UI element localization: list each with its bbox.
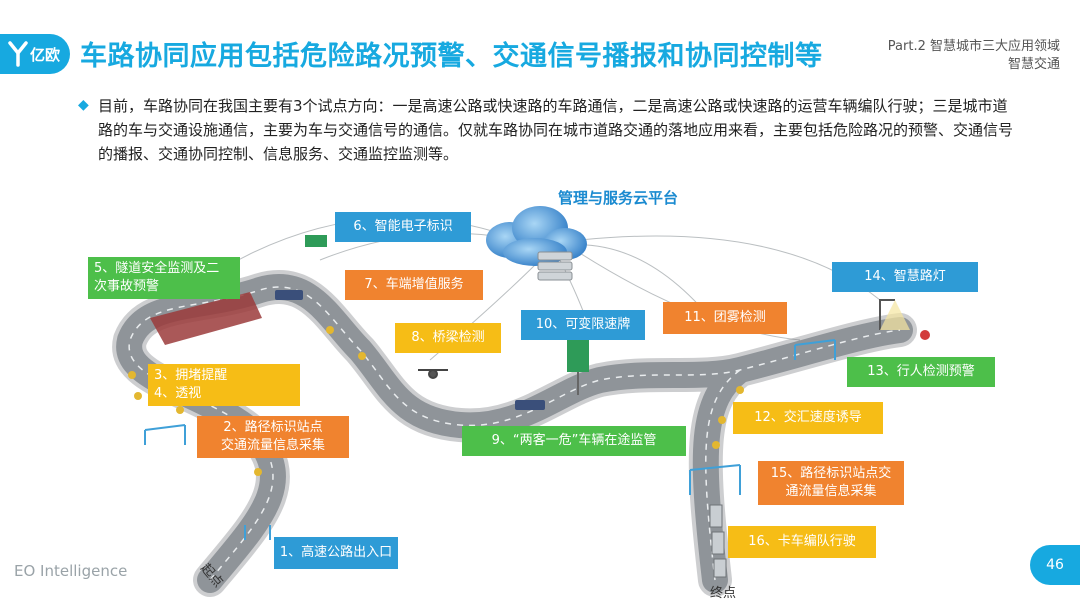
- truck-icon: [515, 400, 545, 410]
- intro-paragraph: 目前，车路协同在我国主要有3个试点方向：一是高速公路或快速路的车路通信，二是高速…: [98, 97, 1014, 163]
- section-label: Part.2 智慧城市三大应用领域 智慧交通: [888, 38, 1060, 74]
- label-4: 4、透视: [154, 386, 202, 401]
- speed-sign-icon: [567, 340, 589, 372]
- label-15: 15、路径标识站点交 通流量信息采集: [758, 461, 904, 505]
- road-lane-line: [128, 286, 901, 581]
- label-3: 3、拥堵提醒: [154, 368, 228, 383]
- server-stack-icon: [537, 251, 573, 281]
- label-7: 7、车端增值服务: [345, 270, 483, 300]
- label-8: 8、桥梁检测: [395, 323, 501, 353]
- section-part: Part.2 智慧城市三大应用领域: [887, 39, 1060, 54]
- drone-icon: [418, 369, 448, 379]
- label-13: 13、行人检测预警: [847, 357, 995, 387]
- tunnel: [150, 292, 262, 345]
- section-sub: 智慧交通: [1007, 57, 1060, 72]
- label-5-line2: 次事故预警: [94, 279, 160, 294]
- logo-text: 亿欧: [30, 45, 61, 64]
- label-16: 16、卡车编队行驶: [728, 526, 876, 558]
- label-5-line1: 5、隧道安全监测及二: [94, 261, 220, 276]
- page-number: 46: [1030, 545, 1080, 585]
- label-14: 14、智慧路灯: [832, 262, 978, 292]
- diamond-bullet-icon: ◆: [78, 97, 89, 113]
- label-5: 5、隧道安全监测及二 次事故预警: [88, 257, 240, 299]
- pedestrian-icon: [920, 330, 930, 340]
- label-6: 6、智能电子标识: [335, 212, 471, 242]
- electronic-sign-icon: [305, 235, 327, 247]
- truck-platoon-icon: [709, 504, 727, 578]
- label-9: 9、“两客一危”车辆在途监管: [462, 426, 686, 456]
- label-15-line1: 15、路径标识站点交: [770, 466, 892, 481]
- label-3-4: 3、拥堵提醒 4、透视: [148, 364, 300, 406]
- label-15-line2: 通流量信息采集: [785, 484, 877, 499]
- label-11: 11、团雾检测: [663, 302, 787, 334]
- label-12: 12、交汇速度诱导: [733, 402, 883, 434]
- label-2-line2: 交通流量信息采集: [220, 438, 325, 453]
- label-2: 2、路径标识站点 交通流量信息采集: [197, 416, 349, 458]
- footer-brand: EO Intelligence: [14, 562, 128, 580]
- label-10: 10、可变限速牌: [521, 310, 645, 340]
- label-1: 1、高速公路出入口: [274, 537, 398, 569]
- cloud-icon: [486, 206, 587, 266]
- brand-logo: 亿欧: [0, 34, 70, 74]
- street-light-icon: [879, 299, 895, 330]
- logo-y-icon: [8, 41, 28, 67]
- bus-icon: [275, 290, 303, 300]
- label-2-line1: 2、路径标识站点: [223, 420, 323, 435]
- page-title: 车路协同应用包括危险路况预警、交通信号播报和协同控制等: [80, 41, 823, 72]
- gantry-icons: [144, 339, 836, 540]
- end-label: 终点: [710, 586, 737, 601]
- cloud-platform-title: 管理与服务云平台: [558, 189, 679, 207]
